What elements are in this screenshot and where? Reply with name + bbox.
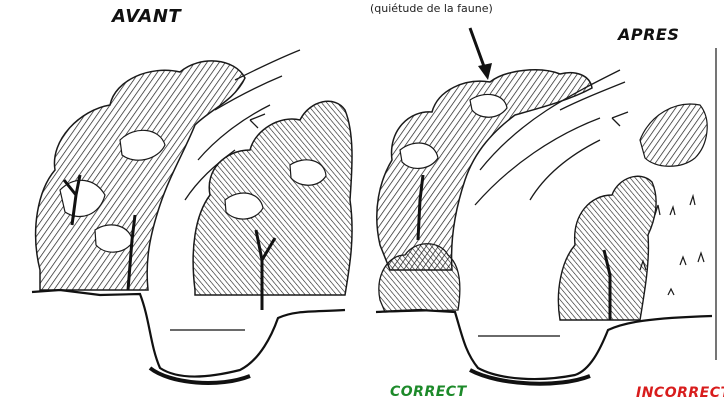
wildlife-quietude-note: (quiétude de la faune) <box>370 2 493 15</box>
before-panel <box>32 50 352 383</box>
after-panel <box>376 28 712 384</box>
after-left-foliage <box>377 70 592 312</box>
correct-label: CORRECT <box>390 384 467 400</box>
incorrect-label: INCORRECT <box>636 385 724 401</box>
before-channel <box>32 290 345 383</box>
after-channel <box>376 310 712 384</box>
annotation-arrow <box>470 28 492 80</box>
after-label: APRES <box>618 25 679 44</box>
after-right-foliage <box>558 104 707 320</box>
before-label: AVANT <box>112 6 181 27</box>
before-right-foliage <box>193 101 352 310</box>
